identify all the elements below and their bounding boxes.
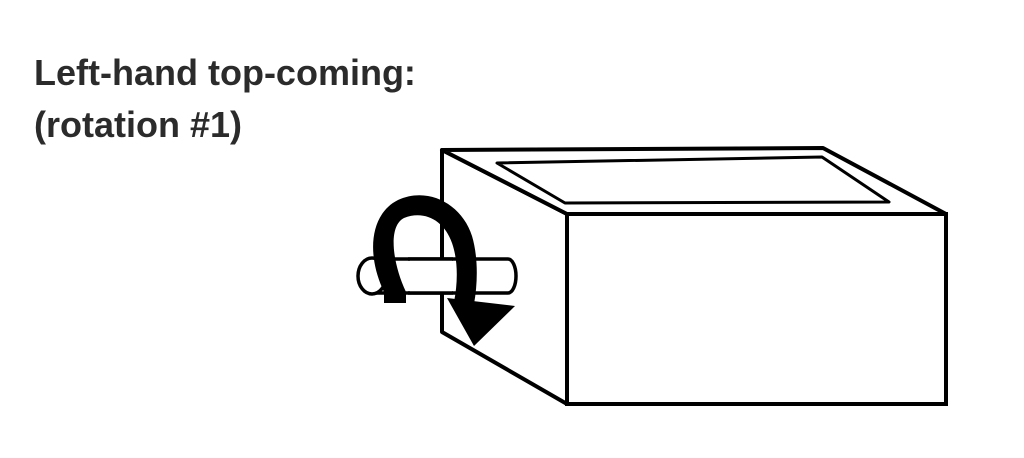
diagram-title: Left-hand top-coming: [34,52,416,93]
box-front-face [565,212,948,406]
box-top-inner-panel [495,155,891,205]
shaft-front-segment [410,259,452,293]
diagram-subtitle: (rotation #1) [34,104,243,145]
curved-arrow-icon [373,195,515,346]
